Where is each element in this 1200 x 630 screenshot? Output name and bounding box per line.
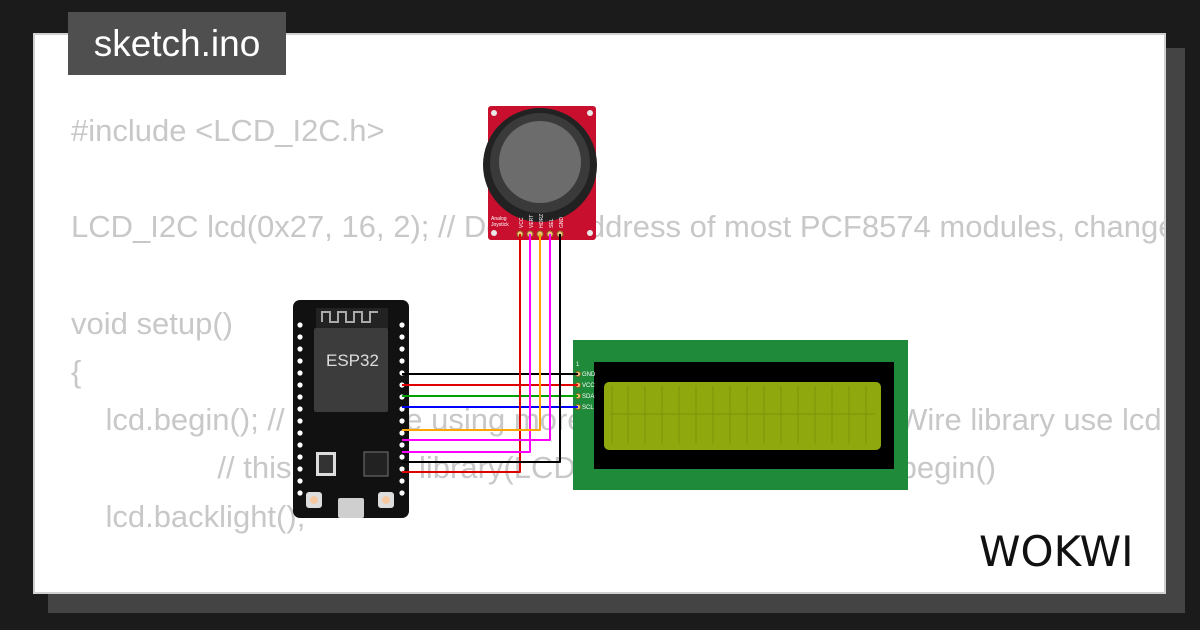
wire-joystick-vert[interactable] [402, 234, 531, 453]
code-line: { [71, 354, 82, 390]
joystick-pin-label: SEL [549, 218, 555, 228]
wire-joystick-gnd[interactable] [402, 234, 561, 463]
lcd-pin-label: VCC [582, 383, 595, 389]
joystick-pin-label: VCC [519, 217, 525, 228]
lcd-pin1-label: 1 [576, 362, 580, 368]
code-line: #include <LCD_I2C.h> [71, 113, 385, 148]
joystick-label-2: Joystick [491, 222, 509, 228]
code-line: void setup() [71, 305, 233, 341]
file-tab[interactable]: sketch.ino [68, 12, 286, 75]
joystick-pin-label: VERT [529, 215, 535, 228]
code-line: LCD_I2C lcd(0x27, 16, 2); // Default add… [71, 209, 1166, 245]
wokwi-logo: WOKWI [979, 527, 1134, 576]
wire-joystick-sel[interactable] [402, 234, 551, 441]
wire-joystick-horz[interactable] [402, 234, 541, 431]
code-card: #include <LCD_I2C.h> LCD_I2C lcd(0x27, 1… [33, 33, 1166, 594]
wire-joystick-vcc[interactable] [402, 234, 521, 473]
lcd-pin-label: SCL [582, 405, 594, 411]
joystick-pin-label: GND [559, 217, 565, 229]
wokwi-brand-text: WOKWI [979, 527, 1134, 576]
code-line: lcd.backlight(); [71, 498, 306, 534]
esp32-label: ESP32 [326, 351, 379, 370]
esp32-board[interactable]: ESP32 [293, 300, 409, 518]
joystick-module[interactable]: Analog Joystick VCC VERT HORZ SEL GND [483, 106, 597, 240]
lcd-pin-label: SDA [582, 394, 594, 400]
lcd-1602-display[interactable]: 1 GND VCC SDA SCL [573, 340, 908, 490]
lcd-pin-label: GND [582, 372, 596, 378]
joystick-label-1: Analog [491, 216, 507, 222]
joystick-pin-label: HORZ [539, 214, 545, 228]
